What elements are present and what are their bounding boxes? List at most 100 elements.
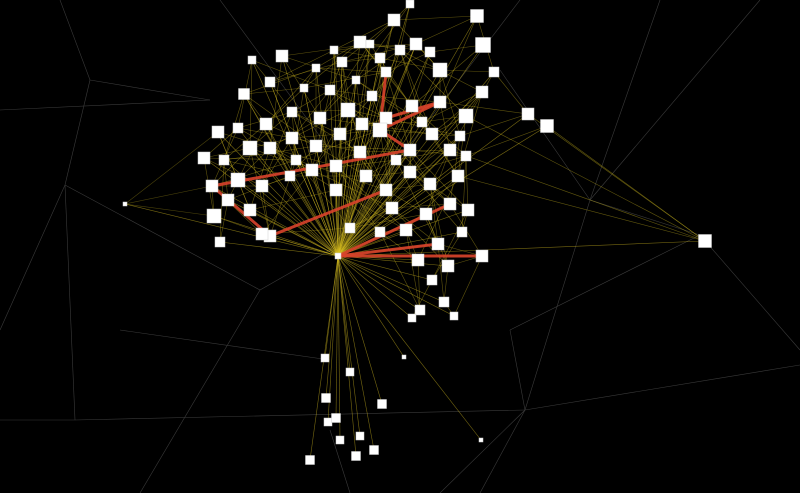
graph-node[interactable] (214, 236, 226, 248)
graph-node[interactable] (377, 399, 387, 409)
graph-node[interactable] (284, 170, 296, 182)
graph-node[interactable] (263, 141, 277, 155)
graph-node[interactable] (359, 169, 373, 183)
graph-node[interactable] (331, 413, 341, 423)
graph-node[interactable] (409, 37, 423, 51)
graph-node[interactable] (344, 222, 356, 234)
graph-node[interactable] (305, 163, 319, 177)
graph-node[interactable] (403, 143, 417, 157)
graph-node[interactable] (313, 111, 327, 125)
graph-node[interactable] (333, 127, 347, 141)
graph-node[interactable] (425, 127, 439, 141)
graph-node[interactable] (521, 107, 535, 121)
graph-node[interactable] (206, 208, 222, 224)
graph-node[interactable] (374, 52, 386, 64)
graph-node[interactable] (379, 183, 393, 197)
graph-node[interactable] (221, 193, 235, 207)
graph-node[interactable] (456, 226, 468, 238)
graph-node[interactable] (286, 106, 298, 118)
graph-node[interactable] (351, 75, 361, 85)
graph-node[interactable] (243, 203, 257, 217)
graph-node[interactable] (475, 37, 491, 53)
graph-node[interactable] (336, 56, 348, 68)
graph-node[interactable] (405, 99, 419, 113)
graph-node[interactable] (205, 179, 219, 193)
graph-node[interactable] (365, 39, 375, 49)
graph-node[interactable] (488, 66, 500, 78)
graph-node[interactable] (401, 354, 407, 360)
graph-node[interactable] (335, 435, 345, 445)
graph-node[interactable] (698, 234, 712, 248)
graph-node[interactable] (390, 154, 402, 166)
graph-node[interactable] (441, 259, 455, 273)
graph-node[interactable] (414, 304, 426, 316)
graph-node[interactable] (461, 203, 475, 217)
graph-node[interactable] (416, 116, 428, 128)
graph-node[interactable] (443, 197, 457, 211)
graph-node[interactable] (394, 44, 406, 56)
graph-node[interactable] (264, 76, 276, 88)
graph-node[interactable] (197, 151, 211, 165)
graph-node[interactable] (380, 66, 392, 78)
graph-node[interactable] (405, 0, 415, 9)
graph-node[interactable] (275, 49, 289, 63)
graph-node[interactable] (407, 313, 417, 323)
graph-node[interactable] (309, 139, 323, 153)
graph-node[interactable] (324, 84, 336, 96)
graph-node[interactable] (403, 165, 417, 179)
graph-node[interactable] (305, 455, 315, 465)
graph-node[interactable] (242, 140, 258, 156)
graph-node[interactable] (211, 125, 225, 139)
graph-node[interactable] (431, 237, 445, 251)
graph-node[interactable] (399, 223, 413, 237)
hub-node[interactable] (334, 252, 342, 260)
graph-node[interactable] (458, 108, 474, 124)
graph-node[interactable] (475, 85, 489, 99)
graph-node[interactable] (351, 451, 361, 461)
graph-node[interactable] (540, 119, 554, 133)
graph-node[interactable] (218, 154, 230, 166)
graph-node[interactable] (290, 154, 302, 166)
graph-node[interactable] (355, 431, 365, 441)
graph-node[interactable] (387, 13, 401, 27)
graph-node[interactable] (451, 169, 465, 183)
graph-node[interactable] (369, 445, 379, 455)
graph-node[interactable] (475, 249, 489, 263)
graph-node[interactable] (345, 367, 355, 377)
graph-node[interactable] (353, 35, 367, 49)
graph-node[interactable] (385, 201, 399, 215)
graph-node[interactable] (366, 90, 378, 102)
graph-node[interactable] (299, 83, 309, 93)
graph-node[interactable] (379, 111, 393, 125)
graph-node[interactable] (454, 130, 466, 142)
graph-node[interactable] (432, 62, 448, 78)
graph-node[interactable] (449, 311, 459, 321)
graph-node[interactable] (255, 227, 269, 241)
graph-node[interactable] (329, 45, 339, 55)
graph-node[interactable] (470, 9, 484, 23)
graph-node[interactable] (419, 207, 433, 221)
graph-node[interactable] (311, 63, 321, 73)
graph-node[interactable] (438, 296, 450, 308)
graph-node[interactable] (411, 253, 425, 267)
graph-node[interactable] (323, 417, 333, 427)
graph-node[interactable] (460, 150, 472, 162)
graph-node[interactable] (329, 159, 343, 173)
graph-node[interactable] (230, 172, 246, 188)
graph-node[interactable] (232, 122, 244, 134)
graph-node[interactable] (355, 117, 369, 131)
graph-node[interactable] (353, 145, 367, 159)
graph-node[interactable] (285, 131, 299, 145)
node-layer[interactable] (122, 0, 712, 465)
graph-node[interactable] (329, 183, 343, 197)
graph-node[interactable] (320, 353, 330, 363)
graph-node[interactable] (443, 143, 457, 157)
graph-node[interactable] (374, 226, 386, 238)
graph-node[interactable] (255, 179, 269, 193)
graph-node[interactable] (122, 201, 128, 207)
graph-node[interactable] (433, 95, 447, 109)
graph-node[interactable] (340, 102, 356, 118)
graph-node[interactable] (238, 88, 250, 100)
graph-node[interactable] (478, 437, 484, 443)
